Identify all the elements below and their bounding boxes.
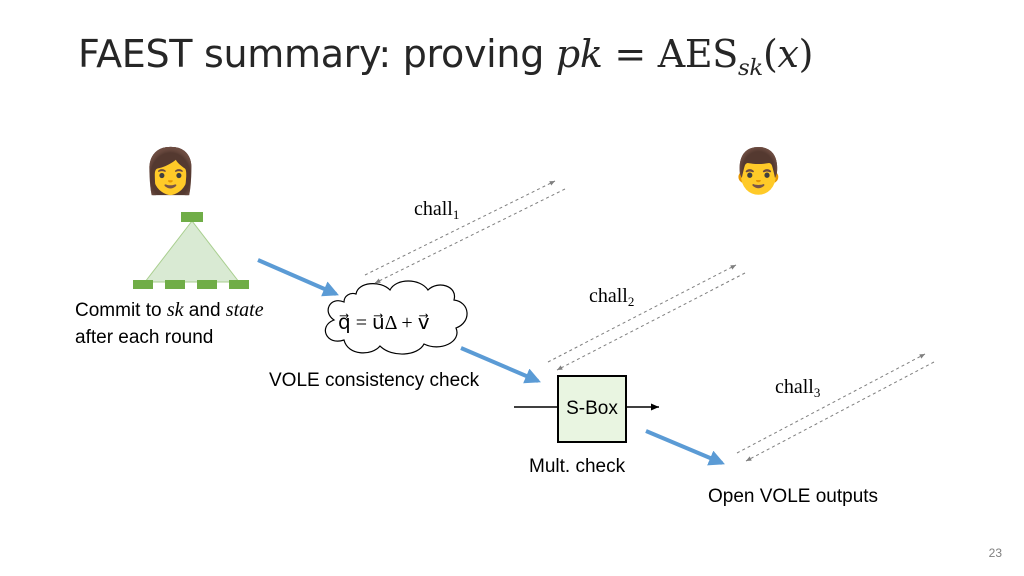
title-math-x: x (777, 32, 799, 76)
title-math: pk = AESsk(x) (555, 32, 814, 81)
chall1-label: chall1 (414, 198, 459, 223)
commit-text-a: Commit to (75, 300, 167, 321)
tree-triangle (143, 220, 241, 283)
chall1-base: chall (414, 198, 453, 220)
flow-arrow-sbox-to-open (645, 429, 725, 466)
title-math-sk: sk (738, 54, 763, 81)
open-vole-label: Open VOLE outputs (708, 486, 879, 507)
chall1-sub: 1 (452, 206, 460, 222)
flow-arrow-cloud-to-sbox (460, 346, 541, 384)
vole-check-label: VOLE consistency check (269, 370, 480, 391)
page-number: 23 (988, 546, 1002, 560)
slide-title: FAEST summary: proving pk = AESsk(x) (78, 32, 813, 81)
chall3-sub: 3 (813, 384, 821, 400)
title-math-open: ( (762, 32, 778, 76)
tree-root-node (181, 212, 203, 222)
man-emoji-icon: 👨 (731, 146, 786, 197)
mult-check-label: Mult. check (529, 456, 626, 477)
title-text: FAEST summary: proving (78, 32, 545, 76)
tree-leaf-node (197, 280, 217, 289)
cloud-shape (324, 280, 468, 355)
chall2-sub: 2 (627, 293, 635, 309)
chall1-arrows (364, 180, 566, 284)
commit-text-b: and (183, 300, 226, 321)
chall3-arrows (736, 353, 935, 462)
chall2-arrows (547, 264, 746, 371)
commitment-tree (133, 212, 249, 289)
title-math-close: ) (798, 32, 814, 76)
chall2-base: chall (589, 285, 628, 307)
chall2-label: chall2 (589, 285, 634, 310)
tree-leaf-node (133, 280, 153, 289)
title-math-eq: = (602, 32, 658, 76)
commit-text-state: state (225, 299, 264, 321)
woman-emoji-icon: 👩 (143, 146, 198, 197)
sbox-node: S-Box (557, 375, 627, 443)
flow-arrow-commit-to-cloud (257, 258, 339, 297)
commit-label-line1: Commit to sk and state (75, 299, 264, 322)
commit-text-sk: sk (166, 299, 184, 321)
tree-leaf-node (165, 280, 185, 289)
tree-leaf-node (229, 280, 249, 289)
chall3-base: chall (775, 376, 814, 398)
cloud-equation: q⃗ = u⃗Δ + v⃗ (338, 312, 430, 334)
commit-label-line2: after each round (75, 327, 214, 348)
title-math-aes: AES (657, 32, 739, 76)
title-math-pk: pk (555, 32, 603, 76)
chall3-label: chall3 (775, 376, 820, 401)
